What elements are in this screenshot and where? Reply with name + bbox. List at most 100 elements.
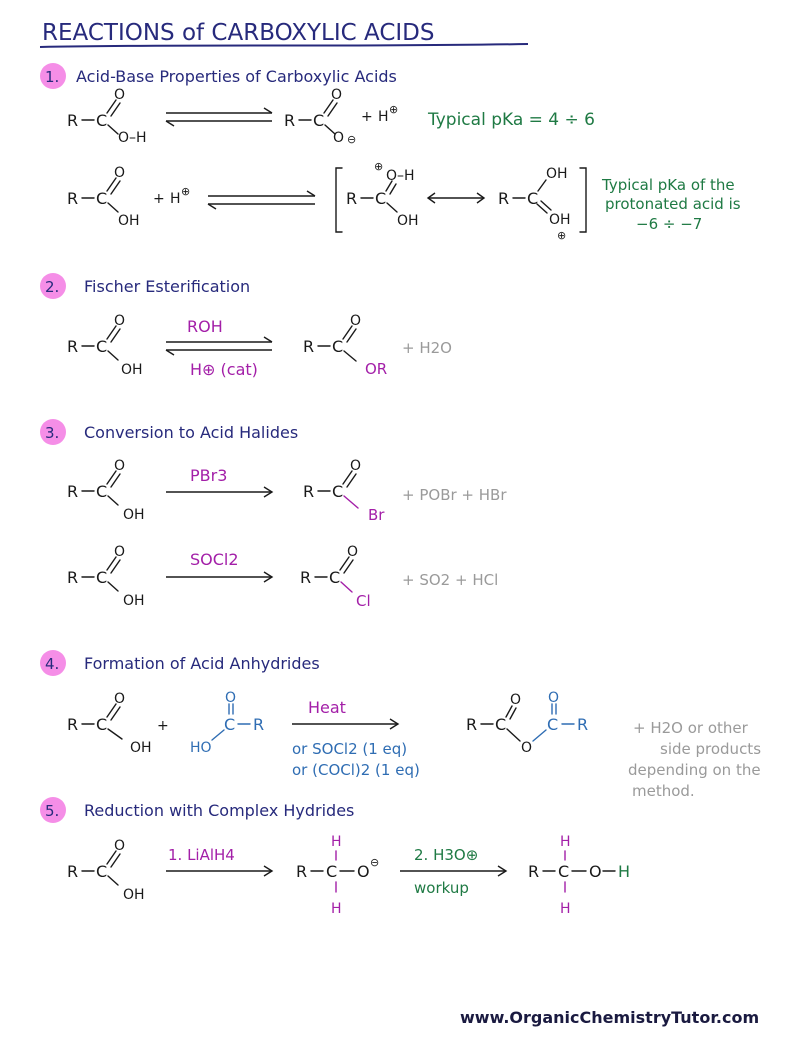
equilibrium-arrow-1a (165, 107, 273, 127)
svg-text:OH: OH (123, 593, 145, 609)
equilibrium-arrow-2 (165, 336, 273, 356)
byproduct-anhydride-line1: + H2O or other (633, 719, 749, 737)
svg-text:R: R (346, 189, 357, 208)
svg-text:OH: OH (397, 213, 419, 229)
plus-sign: + (361, 109, 373, 125)
svg-text:O–H: O–H (386, 168, 415, 184)
svg-text:C: C (96, 862, 107, 881)
svg-text:OH: OH (130, 740, 152, 756)
svg-text:R: R (67, 337, 78, 356)
svg-text:Cl: Cl (356, 592, 371, 610)
svg-text:R: R (67, 862, 78, 881)
svg-text:C: C (96, 189, 107, 208)
svg-text:⊖: ⊖ (370, 856, 379, 869)
svg-text:O: O (114, 544, 125, 560)
section-badge-2 (40, 273, 66, 299)
equilibrium-arrow-1b (207, 190, 316, 210)
svg-text:C: C (495, 715, 506, 734)
svg-text:H: H (331, 901, 342, 917)
reagent-lialh4: 1. LiAlH4 (168, 846, 235, 864)
svg-text:H: H (560, 901, 571, 917)
byproduct-anhydride-line3: depending on the (628, 761, 761, 779)
proton-charge: ⊕ (389, 103, 398, 116)
reaction-arrow-5b (400, 865, 508, 877)
svg-text:R: R (67, 715, 78, 734)
svg-text:R: R (67, 189, 78, 208)
byproduct-pobr-hbr: + POBr + HBr (402, 486, 507, 504)
svg-text:R: R (577, 715, 588, 734)
byproduct-anhydride-line2: side products (660, 740, 761, 758)
bracket-left (335, 167, 343, 233)
svg-text:C: C (527, 189, 538, 208)
svg-text:OH: OH (123, 507, 145, 523)
svg-text:R: R (67, 482, 78, 501)
second-carboxylic-acid: HO C O R (190, 690, 264, 756)
reagent-roh: ROH (187, 317, 223, 336)
svg-text:O: O (114, 838, 125, 854)
svg-text:C: C (547, 715, 558, 734)
svg-text:R: R (296, 862, 307, 881)
svg-text:⊕: ⊕ (374, 160, 383, 173)
svg-text:R: R (303, 337, 314, 356)
svg-text:C: C (332, 337, 343, 356)
section-badge-5 (40, 797, 66, 823)
section-badge-4 (40, 650, 66, 676)
svg-text:O: O (331, 87, 342, 103)
carboxylate-1a: R C O O ⊖ (284, 87, 356, 146)
svg-text:OH: OH (549, 212, 571, 228)
carboxylic-acid-3a: R C O OH (67, 458, 145, 523)
svg-text:R: R (466, 715, 477, 734)
title-underline (39, 43, 529, 48)
anhydride-product: R C O O C O R (466, 690, 588, 756)
svg-text:C: C (558, 862, 569, 881)
reagent-alt-cocl2: or (COCl)2 (1 eq) (292, 761, 420, 779)
ester-product: R C O OR (303, 313, 387, 378)
svg-text:C: C (313, 111, 324, 130)
svg-text:C: C (332, 482, 343, 501)
reaction-arrow-4 (292, 718, 400, 730)
pka-note-1: Typical pKa = 4 ÷ 6 (427, 110, 595, 130)
reagent-acid-catalyst: H⊕ (cat) (190, 360, 258, 379)
svg-text:R: R (498, 189, 509, 208)
svg-text:OH: OH (546, 166, 568, 182)
plus-sign: + (157, 718, 169, 734)
bracket-right (579, 167, 587, 233)
section-heading-1: Acid-Base Properties of Carboxylic Acids (76, 67, 397, 86)
section-heading-2: Fischer Esterification (84, 277, 250, 296)
resonance-arrow (426, 192, 486, 204)
byproduct-water: + H2O (402, 339, 452, 357)
svg-text:C: C (96, 482, 107, 501)
svg-text:O: O (114, 458, 125, 474)
section-number-1: 1. (45, 68, 59, 86)
svg-text:OH: OH (123, 887, 145, 903)
svg-text:R: R (284, 111, 295, 130)
alkoxide-intermediate: R C H H O ⊖ (296, 834, 379, 917)
carboxylic-acid-5: R C O OH (67, 838, 145, 903)
svg-text:C: C (224, 715, 235, 734)
reagent-alt-socl2: or SOCl2 (1 eq) (292, 740, 407, 758)
section-badge-3 (40, 419, 66, 445)
protonated-acid-form-b: R C OH OH ⊕ (498, 166, 571, 242)
carboxylic-acid-1b: R C O OH (67, 165, 140, 229)
svg-text:R: R (300, 568, 311, 587)
svg-text:O: O (225, 690, 236, 706)
byproduct-so2-hcl: + SO2 + HCl (402, 571, 498, 589)
svg-text:⊕: ⊕ (557, 229, 566, 242)
footer-website: www.OrganicChemistryTutor.com (460, 1008, 759, 1027)
carboxylic-acid-3b: R C O OH (67, 544, 145, 609)
section-badge-1 (40, 63, 66, 89)
svg-text:O: O (510, 692, 521, 708)
page-title: REACTIONS of CARBOXYLIC ACIDS (42, 20, 434, 46)
pka-note-2-line1: Typical pKa of the (601, 176, 735, 194)
svg-text:H: H (618, 862, 630, 881)
svg-text:O: O (114, 313, 125, 329)
svg-text:Br: Br (368, 506, 385, 524)
svg-text:C: C (96, 568, 107, 587)
section-heading-3: Conversion to Acid Halides (84, 423, 298, 442)
section-number-3: 3. (45, 424, 59, 442)
svg-text:R: R (67, 111, 78, 130)
acid-chloride-product: R C O Cl (300, 544, 371, 610)
section-number-2: 2. (45, 278, 59, 296)
proton: H (378, 109, 389, 125)
byproduct-anhydride-line4: method. (632, 782, 695, 800)
